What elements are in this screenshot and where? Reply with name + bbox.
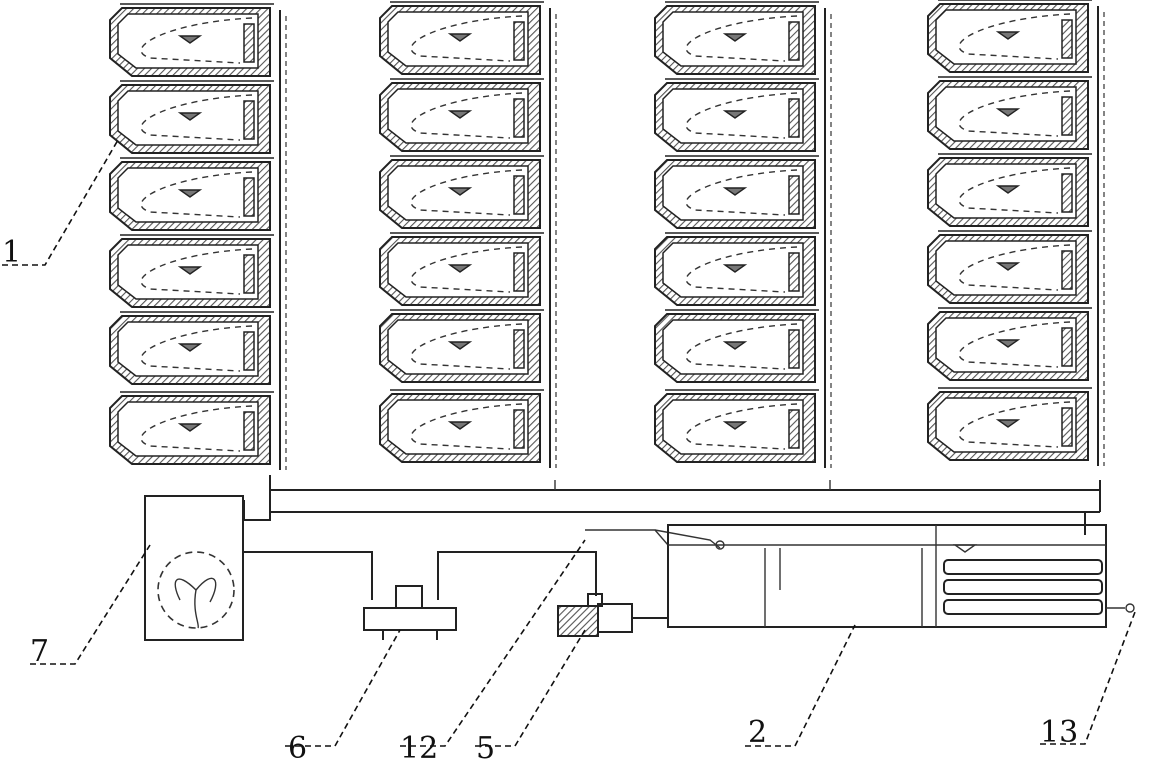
cabinet <box>379 155 544 229</box>
compressor-icon <box>363 585 457 640</box>
cabinet <box>927 0 1092 73</box>
cabinet-column <box>109 3 287 470</box>
cabinet <box>109 234 274 308</box>
cabinet <box>109 391 274 465</box>
cabinet <box>379 78 544 152</box>
pipe-return <box>585 529 669 546</box>
label-5: 5 <box>476 731 495 766</box>
cabinet <box>654 155 819 229</box>
cabinet <box>654 78 819 152</box>
fan-icon <box>174 577 217 629</box>
main-pipe <box>243 475 1101 535</box>
cabinet <box>379 1 544 75</box>
label-13: 13 <box>1040 715 1078 750</box>
label-6: 6 <box>288 731 307 766</box>
label-1: 1 <box>2 235 21 270</box>
cabinet <box>927 307 1092 381</box>
cabinet <box>109 311 274 385</box>
label-12: 12 <box>400 731 438 766</box>
cabinet <box>654 232 819 306</box>
cabinet <box>379 309 544 383</box>
cabinet <box>109 3 274 77</box>
cabinet <box>654 1 819 75</box>
cabinet <box>379 389 544 463</box>
cabinet <box>654 309 819 383</box>
label-7: 7 <box>30 634 49 669</box>
storage-tank <box>667 524 1107 628</box>
cabinet-column <box>927 0 1105 466</box>
condenser-unit <box>144 495 244 641</box>
heat-exchanger-coil <box>943 559 1135 615</box>
cabinet-column <box>654 1 832 468</box>
cabinet <box>927 387 1092 461</box>
cabinet-array <box>109 0 1105 470</box>
cabinet <box>654 389 819 463</box>
pipe-compressor-pump <box>437 551 597 600</box>
cabinet <box>927 230 1092 304</box>
cabinet <box>379 232 544 306</box>
pump-icon <box>557 593 668 637</box>
leader-lines <box>2 139 1136 747</box>
cabinet <box>927 76 1092 150</box>
cabinet <box>109 157 274 231</box>
cabinet <box>109 80 274 154</box>
label-2: 2 <box>748 715 767 750</box>
cabinet <box>927 153 1092 227</box>
pipe-condenser-compressor <box>243 551 373 600</box>
cabinet-column <box>379 1 557 468</box>
